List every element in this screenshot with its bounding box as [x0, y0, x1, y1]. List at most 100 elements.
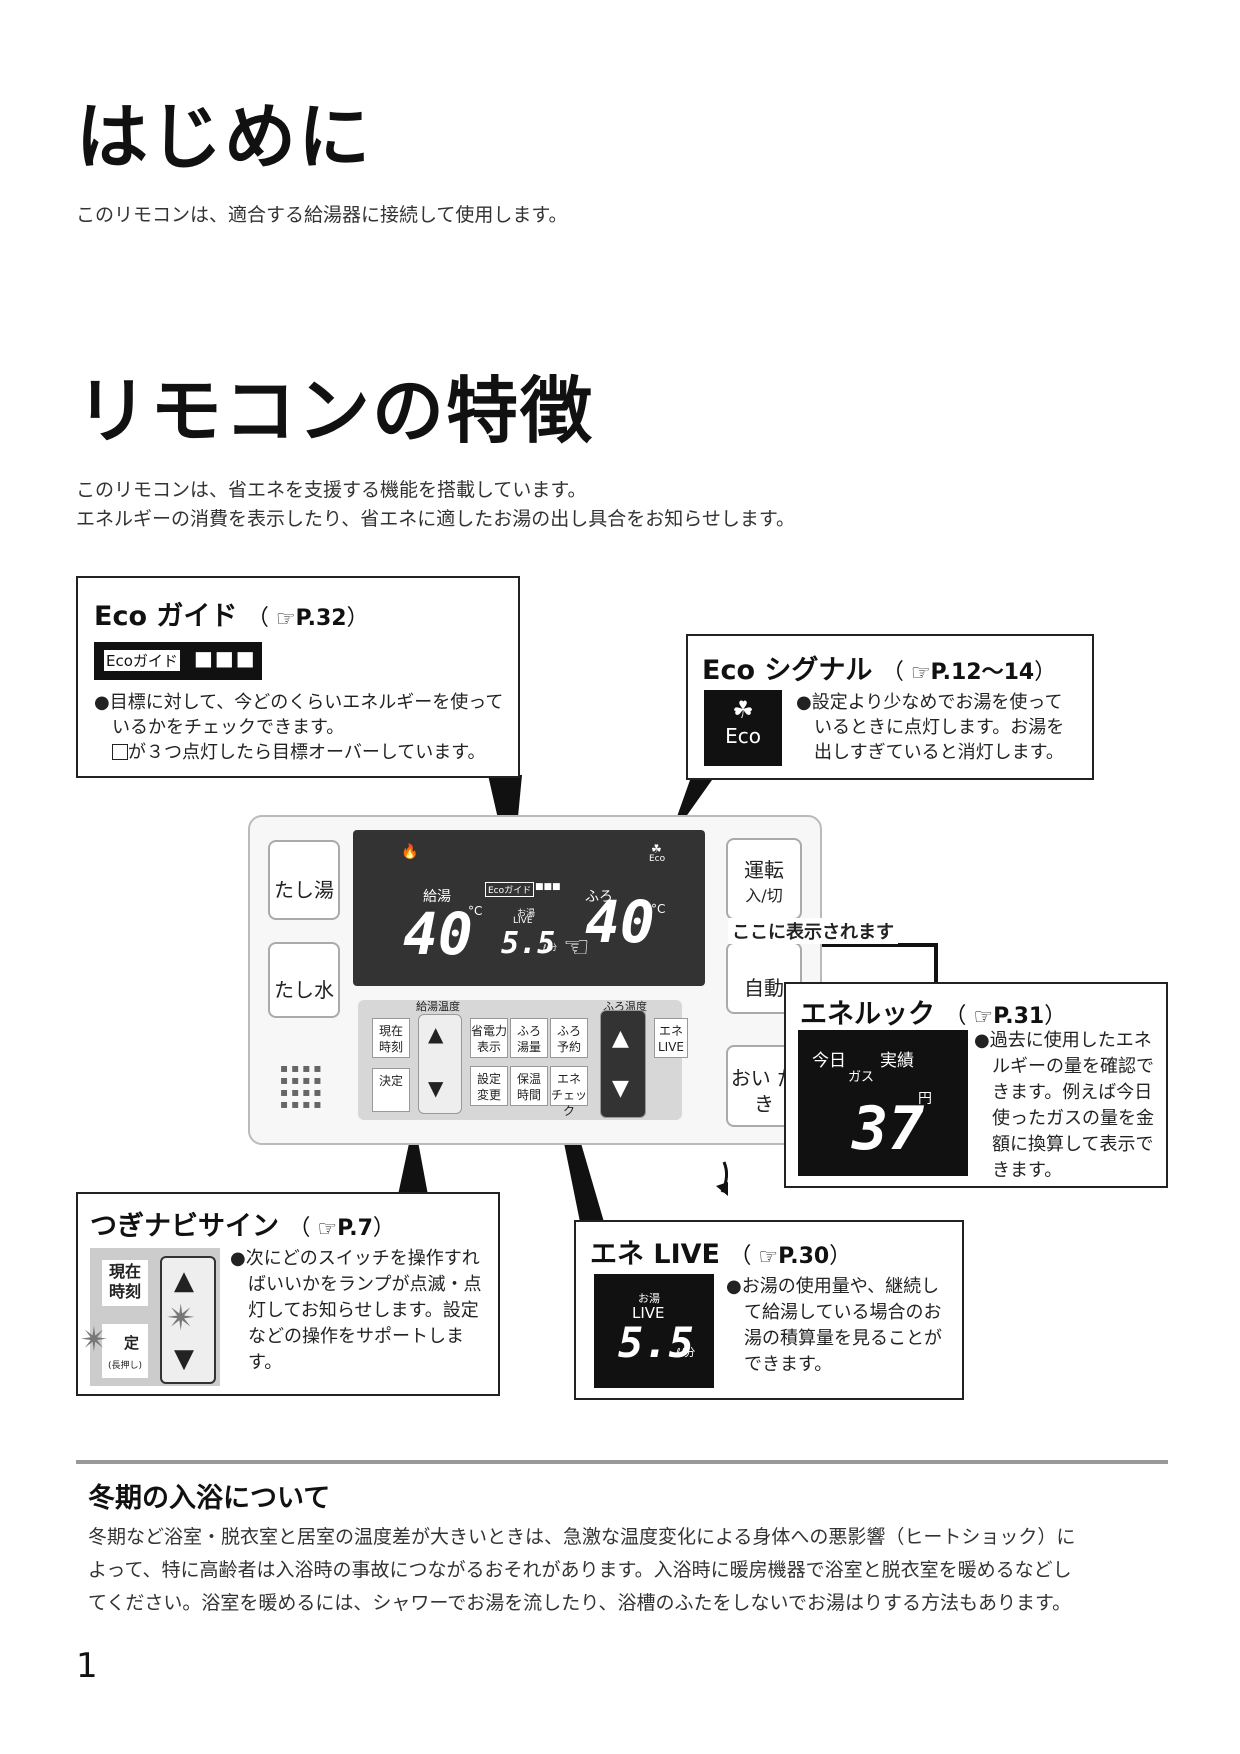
unten-sub-label: 入/切 — [745, 886, 783, 905]
enelive-key[interactable]: エネ LIVE — [654, 1018, 688, 1058]
enelook-ref: P.31 — [993, 1004, 1045, 1029]
tsugi-navi-box: つぎナビサイン （ ☞P.7） 現在時刻 定 (長押し) ✴ ▲ ✴ ▼ ●次に… — [76, 1192, 500, 1396]
eco-guide-display: Ecoガイド ■■■ — [94, 642, 262, 680]
arrow-head — [716, 1182, 728, 1196]
enelook-box: エネルック （ ☞P.31） 今日 ガス 実績 37 円 ●過去に使用したエネル… — [784, 982, 1168, 1188]
kyuto-up-icon[interactable]: ▲ — [428, 1022, 444, 1046]
enelook-lcd-value: 37 — [852, 1094, 925, 1164]
kyuto-down-icon[interactable]: ▼ — [428, 1076, 444, 1100]
furoyoyaku-key[interactable]: ふろ 予約 — [550, 1018, 588, 1058]
tashiyu-button[interactable]: たし湯 — [268, 840, 340, 920]
tashimizu-button[interactable]: たし水 — [268, 942, 340, 1018]
lcd-live-label: LIVE — [513, 916, 533, 926]
enelook-title-text: エネルック — [800, 999, 935, 1030]
eco-signal-ref: P.12～14 — [930, 660, 1035, 685]
lcd-temp-furo: 40 — [585, 888, 655, 956]
eco-guide-title-text: Eco ガイド — [94, 601, 238, 632]
unten-button[interactable]: 運転 入/切 — [726, 838, 802, 920]
enelive-box: エネ LIVE （ ☞P.30） お湯 LIVE 5.5 ℓ/分 ●お湯の使用量… — [574, 1220, 964, 1400]
unten-label: 運転 — [744, 858, 784, 882]
eco-guide-bullet: ●目標に対して、今どのくらいエネルギーを使っているかをチェックできます。 — [94, 692, 504, 738]
eco-signal-box: Eco シグナル （ ☞P.12～14） ☘ Eco ●設定より少なめでお湯を使… — [686, 634, 1094, 780]
eco-guide-display-label: Ecoガイド — [104, 650, 180, 671]
tsugi-navi-text: ●次にどのスイッチを操作すればいいかをランプが点滅・点灯してお知らせします。設定… — [230, 1246, 486, 1376]
eco-signal-title: Eco シグナル （ ☞P.12～14） — [702, 655, 1057, 686]
lcd-flow-unit: ℓ/分 — [543, 943, 557, 952]
tsugi-updown: ▲ ✴ ▼ — [160, 1256, 216, 1384]
enelook-title: エネルック （ ☞P.31） — [800, 999, 1067, 1030]
eco-guide-ref: P.32 — [295, 606, 347, 631]
eco-guide-box: Eco ガイド （ ☞P.32） Ecoガイド ■■■ ●目標に対して、今どのく… — [76, 576, 520, 778]
furo-updown — [600, 1010, 646, 1118]
tsugi-key-kettei-sub: (長押し) — [108, 1361, 143, 1371]
enelook-lcd-actual: 実績 — [880, 1051, 914, 1071]
features-text-1: このリモコンは、省エネを支援する機能を搭載しています。 — [76, 479, 587, 501]
remote-lcd: 🔥 ☘ Eco Ecoガイド ■■■ 給湯 40 °C ふろ 40 °C お湯 … — [353, 830, 705, 986]
furoyu-key[interactable]: ふろ 湯量 — [510, 1018, 548, 1058]
furo-down-icon[interactable]: ▼ — [612, 1076, 629, 1101]
enelook-text: ●過去に使用したエネルギーの量を確認できます。例えば今日使ったガスの量を金額に換… — [974, 1028, 1156, 1184]
page-number: 1 — [76, 1646, 98, 1686]
hoon-key[interactable]: 保温 時間 — [510, 1066, 548, 1106]
winter-line-2: よって、特に高齢者は入浴時の事故につながるおそれがあります。入浴時に暖房機器で浴… — [88, 1559, 1072, 1581]
enelive-lcd-value: 5.5 — [618, 1318, 694, 1367]
enelive-lcd: お湯 LIVE 5.5 ℓ/分 — [594, 1274, 714, 1388]
enelook-lcd-gas: ガス — [848, 1070, 875, 1085]
tsugi-blink-icon: ✴ — [166, 1298, 197, 1339]
eco-signal-icon-label: Eco — [725, 724, 761, 748]
tsugi-pointer — [398, 1120, 428, 1195]
enelook-lcd-unit: 円 — [918, 1091, 932, 1107]
tsugi-key-kettei: 定 (長押し) — [102, 1324, 148, 1378]
speaker-grille: ▪▪▪▪▪▪▪▪▪▪▪▪▪▪▪▪ — [280, 1061, 325, 1111]
panel-furo-label: ふろ温度 — [603, 1000, 647, 1013]
panel-kyuto-label: 給湯温度 — [416, 1000, 460, 1013]
eco-guide-display-boxes: ■■■ — [194, 646, 257, 670]
finger-icon: ☞ — [758, 1244, 779, 1270]
enelive-bullet: ●お湯の使用量や、継続して給湯している場合のお湯の積算量を見ることができます。 — [726, 1276, 942, 1375]
enecheck-key[interactable]: エネ チェック — [550, 1066, 588, 1118]
finger-icon: ☞ — [275, 606, 296, 632]
enelive-lcd-unit: ℓ/分 — [676, 1346, 696, 1359]
enelook-bullet: ●過去に使用したエネルギーの量を確認できます。例えば今日使ったガスの量を金額に換… — [974, 1030, 1154, 1181]
enelive-ref: P.30 — [778, 1244, 830, 1269]
tsugi-navi-illustration: 現在時刻 定 (長押し) ✴ ▲ ✴ ▼ — [80, 1248, 220, 1386]
enelive-title: エネ LIVE （ ☞P.30） — [590, 1239, 852, 1270]
section-divider — [76, 1460, 1168, 1464]
tsugi-navi-title: つぎナビサイン （ ☞P.7） — [90, 1211, 395, 1242]
flame-icon: 🔥 — [401, 844, 419, 860]
shodenryoku-key[interactable]: 省電力 表示 — [470, 1018, 508, 1058]
tsugi-navi-title-text: つぎナビサイン — [90, 1211, 279, 1242]
features-text-2: エネルギーの消費を表示したり、省エネに適したお湯の出し具合をお知らせします。 — [76, 508, 795, 530]
lcd-deg-1: °C — [468, 904, 483, 918]
genzai-key[interactable]: 現在 時刻 — [372, 1018, 410, 1058]
lcd-oyu-label: お湯 — [517, 909, 536, 919]
eco-signal-bullet: ●設定より少なめでお湯を使っているときに点灯します。お湯を出しすぎていると消灯し… — [796, 692, 1065, 763]
blink-star-icon: ✴ — [80, 1320, 109, 1360]
tsugi-navi-bullet: ●次にどのスイッチを操作すればいいかをランプが点滅・点灯してお知らせします。設定… — [230, 1248, 482, 1373]
lcd-flow-value: 5.5 — [501, 926, 556, 961]
enelook-lcd: 今日 ガス 実績 37 円 — [798, 1030, 968, 1176]
lcd-temp-kyuto: 40 — [403, 900, 473, 968]
intro-text: このリモコンは、適合する給湯器に接続して使用します。 — [76, 204, 568, 226]
furo-up-icon[interactable]: ▲ — [612, 1026, 629, 1051]
finger-icon: ☞ — [317, 1216, 338, 1242]
settei-key[interactable]: 設定 変更 — [470, 1066, 508, 1106]
kettei-key[interactable]: 決定 — [372, 1068, 410, 1112]
lcd-deg-2: °C — [651, 902, 666, 916]
box-icon — [112, 744, 128, 760]
eco-signal-title-text: Eco シグナル — [702, 655, 873, 686]
lcd-furo-label: ふろ — [585, 889, 613, 905]
finger-icon: ☞ — [973, 1004, 994, 1030]
eco-signal-icon: ☘ Eco — [704, 690, 782, 766]
enelive-lcd-live: LIVE — [632, 1304, 665, 1322]
eco-signal-text: ●設定より少なめでお湯を使っているときに点灯します。お湯を出しすぎていると消灯し… — [796, 690, 1080, 765]
tsugi-key-genzai: 現在時刻 — [102, 1260, 148, 1306]
winter-title: 冬期の入浴について — [88, 1483, 331, 1514]
tsugi-key-kettei-label: 定 — [124, 1334, 140, 1352]
lcd-kyuto-label: 給湯 — [423, 889, 451, 905]
tsugi-up-icon: ▲ — [174, 1266, 194, 1296]
eco-guide-note: が３つ点灯したら目標オーバーしています。 — [128, 742, 486, 763]
winter-text: 冬期など浴室・脱衣室と居室の温度差が大きいときは、急激な温度変化による身体への悪… — [88, 1521, 1178, 1620]
finger-icon: ☞ — [910, 660, 931, 686]
intro-title: はじめに — [76, 95, 373, 179]
